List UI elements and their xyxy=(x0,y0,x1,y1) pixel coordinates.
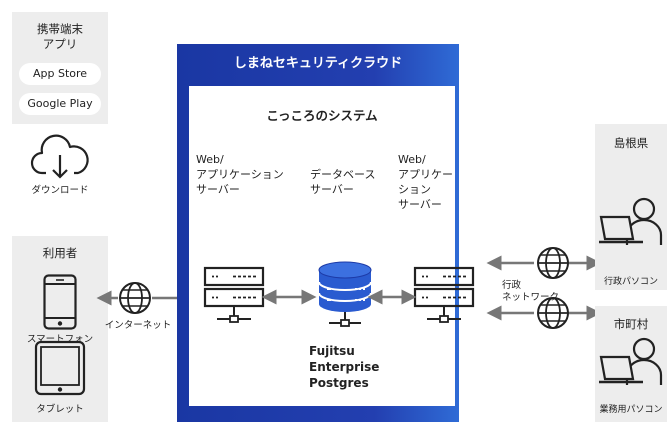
system-title: こっころのシステム xyxy=(266,108,378,123)
business-pc-label: 業務用パソコン xyxy=(599,405,663,415)
app-store-button[interactable]: App Store xyxy=(19,63,101,85)
municipal-globe-icon xyxy=(537,297,569,329)
admin-network-label: 行政 ネットワーク xyxy=(502,280,560,303)
business-pc-user-icon xyxy=(599,337,663,385)
server-db-arrows xyxy=(261,289,417,305)
tablet-label: タブレット xyxy=(36,404,84,415)
server-left-label: Web/ アプリケーション サーバー xyxy=(196,153,284,196)
mobile-app-title: 携帯端末 アプリ xyxy=(37,22,83,51)
download-label: ダウンロード xyxy=(31,185,89,196)
smartphone-icon xyxy=(43,274,77,330)
cloud-download-icon xyxy=(30,134,89,179)
cloud-title: しまねセキュリティクラウド xyxy=(233,56,403,71)
shimane-panel xyxy=(595,124,667,290)
municipal-title: 市町村 xyxy=(613,317,649,331)
internet-label: インターネット xyxy=(104,320,172,331)
database-server-icon xyxy=(318,261,372,327)
admin-pc-label: 行政パソコン xyxy=(603,277,658,287)
tablet-icon xyxy=(34,340,86,396)
server-right-label: Web/ アプリケーション サーバー xyxy=(398,153,453,211)
system-area xyxy=(189,86,455,406)
smartphone-label: スマートフォン xyxy=(26,334,94,345)
shimane-title: 島根県 xyxy=(613,136,649,150)
admin-network-arrows xyxy=(486,255,602,321)
web-app-server-left-icon xyxy=(203,266,265,323)
users-title: 利用者 xyxy=(42,246,78,260)
db-server-label: データベース サーバー xyxy=(310,168,376,196)
admin-network-globe-icon xyxy=(537,247,569,279)
admin-pc-user-icon xyxy=(599,197,663,245)
web-app-server-right-icon xyxy=(413,266,475,323)
globe-icon xyxy=(119,282,151,314)
db-product-label: Fujitsu Enterprise Postgres xyxy=(309,344,380,390)
google-play-button[interactable]: Google Play xyxy=(19,93,101,115)
